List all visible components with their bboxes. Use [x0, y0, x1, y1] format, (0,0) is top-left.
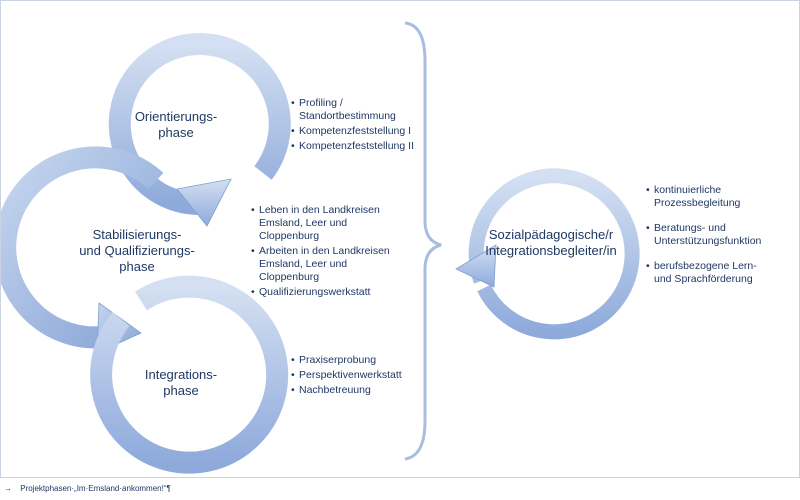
list-item: Perspektivenwerkstatt [291, 369, 421, 382]
orientierung-label: Orientierungs-phase [134, 109, 218, 140]
diagram-canvas: Orientierungs-phase Stabilisierungs-und … [0, 0, 800, 478]
curly-brace [404, 21, 442, 461]
list-item: Praxiserprobung [291, 354, 421, 367]
list-item: berufsbezogene Lern- und Sprachförderung [646, 260, 776, 286]
integration-bullets: Praxiserprobung Perspektivenwerkstatt Na… [291, 354, 421, 399]
stabilisierung-bullets: Leben in den Landkreisen Emsland, Leer u… [251, 204, 391, 301]
list-item: Kompetenzfeststellung I [291, 125, 419, 138]
tab-arrow-icon: → [4, 484, 12, 493]
diagram-graphics [1, 21, 640, 474]
orientierung-bullets: Profiling / Standortbestimmung Kompetenz… [291, 97, 419, 155]
list-item: Nachbetreuung [291, 384, 421, 397]
stabilisierung-label: Stabilisierungs-und Qualifizierungs-phas… [79, 227, 195, 274]
list-item: Leben in den Landkreisen Emsland, Leer u… [251, 204, 391, 243]
list-item: Kompetenzfeststellung II [291, 140, 419, 153]
list-item: Arbeiten in den Landkreisen Emsland, Lee… [251, 245, 391, 284]
list-item: Beratungs- und Unterstützungsfunktion [646, 222, 776, 248]
begleiter-bullets: kontinuierliche Prozessbegleitung Beratu… [646, 184, 776, 298]
list-item: kontinuierliche Prozessbegleitung [646, 184, 776, 210]
figure-caption: → Projektphasen·„Im·Emsland·ankommen!“¶ [4, 484, 171, 493]
begleiter-ring-arrow [455, 168, 640, 340]
list-item: Profiling / Standortbestimmung [291, 97, 419, 123]
list-item: Qualifizierungswerkstatt [251, 286, 391, 299]
integration-ring [90, 275, 289, 474]
caption-text: Projektphasen·„Im·Emsland·ankommen!“¶ [20, 484, 171, 493]
integration-label: Integrations-phase [144, 367, 218, 398]
